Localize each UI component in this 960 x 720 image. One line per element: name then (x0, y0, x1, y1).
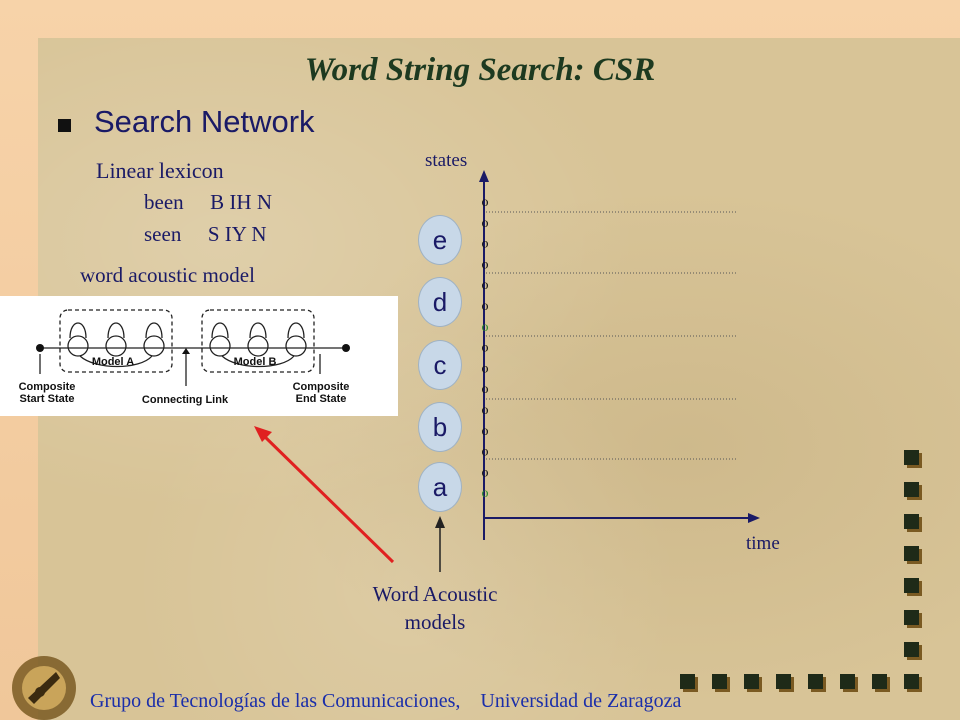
state-node (209, 335, 231, 357)
composite-model-svg (36, 309, 350, 386)
university-logo (12, 656, 76, 720)
end-state-dot (342, 344, 350, 352)
model-a-label: Model A (91, 356, 135, 368)
state-node (105, 335, 127, 357)
state-node (143, 335, 165, 357)
word-acoustic-model-label: word acoustic model (80, 263, 255, 287)
composite-model-diagram: Model A Model B Composite Start State Co… (0, 296, 398, 416)
bullet-search-network: Search Network (94, 104, 315, 139)
word-acoustic-models-label: Word Acoustic models (372, 582, 498, 634)
slide-title: Word String Search: CSR (304, 52, 656, 88)
lexicon-entry: been B IH N (144, 190, 272, 215)
composite-end-state-label: Composite End State (292, 381, 350, 405)
states-axis-label: states (425, 150, 468, 171)
footer-text: Grupo de Tecnologías de las Comunicacion… (90, 690, 681, 713)
lexicon-word: been (144, 190, 184, 214)
lexicon-phones: S IY N (207, 222, 267, 246)
connecting-link-label: Connecting Link (141, 394, 229, 406)
composite-start-state-label: Composite Start State (18, 381, 76, 405)
state-node (285, 335, 307, 357)
word-model-a: a (418, 462, 462, 512)
word-model-d: d (418, 277, 462, 327)
model-b-label: Model B (233, 356, 277, 368)
word-model-c: c (418, 340, 462, 390)
lexicon-word: seen (144, 222, 182, 246)
word-model-e: e (418, 215, 462, 265)
word-model-b: b (418, 402, 462, 452)
lexicon-heading: Linear lexicon (96, 158, 224, 183)
footer-group: Grupo de Tecnologías de las Comunicacion… (90, 690, 461, 712)
state-node (67, 335, 89, 357)
state-node (247, 335, 269, 357)
footer-university: Universidad de Zaragoza (480, 690, 682, 712)
lexicon-entry: seen S IY N (144, 222, 267, 247)
lexicon-phones: B IH N (210, 190, 272, 214)
start-state-dot (36, 344, 44, 352)
bullet-square-icon (58, 119, 71, 132)
time-axis-label: time (746, 533, 780, 554)
